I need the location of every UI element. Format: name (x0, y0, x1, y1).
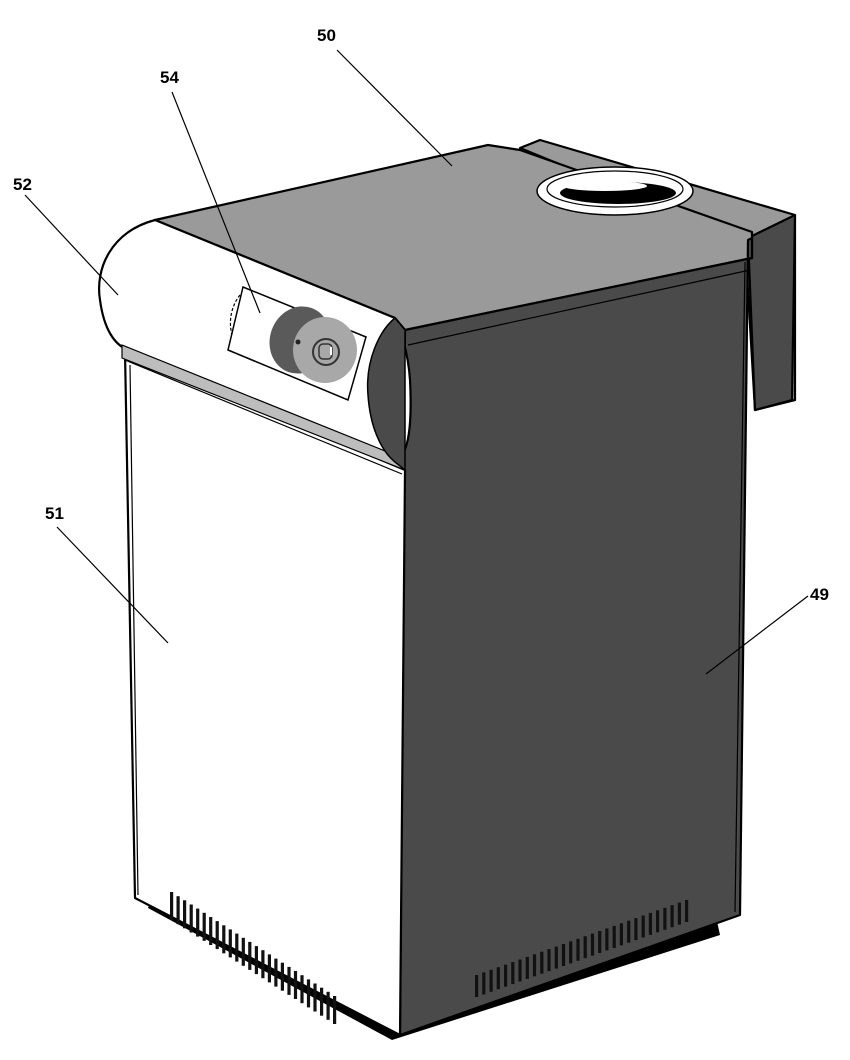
callout-labels: 50 54 52 51 49 (13, 26, 829, 604)
vent-slot (677, 902, 681, 925)
vent-slot (648, 912, 652, 935)
vent-slot (333, 996, 337, 1024)
vent-slot (511, 962, 515, 985)
vent-slot (254, 946, 258, 975)
vent-slot (482, 972, 486, 995)
callout-49: 49 (810, 585, 829, 604)
vent-slot (241, 937, 245, 966)
vent-slot (627, 920, 631, 943)
vent-slot (183, 900, 187, 929)
control-panel (227, 285, 367, 402)
vent-slot (235, 933, 239, 962)
vent-slot (170, 892, 174, 920)
vent-slot (670, 905, 674, 928)
vent-slot (583, 936, 587, 959)
vent-slot (475, 975, 479, 997)
dial-knob-icon (312, 338, 340, 366)
vent-slot (496, 967, 500, 990)
vent-slot (320, 987, 324, 1016)
vent-slot (590, 933, 595, 956)
vent-slot (489, 969, 493, 992)
vent-slot (215, 921, 219, 950)
vent-slot (261, 950, 265, 979)
vent-slot (656, 910, 660, 933)
callout-52: 52 (13, 175, 32, 194)
vent-slot (569, 941, 573, 964)
vent-slot (532, 954, 537, 977)
vent-slot (641, 915, 645, 938)
vent-slot (176, 896, 180, 925)
callout-51: 51 (45, 504, 64, 523)
front-door (123, 350, 407, 1037)
vent-slot (228, 929, 232, 958)
vent-slot (326, 991, 330, 1020)
vent-slot (287, 966, 291, 995)
vent-slot (209, 917, 213, 945)
vent-slot (300, 975, 304, 1004)
flue-opening (536, 166, 694, 216)
vent-slot (547, 949, 551, 972)
vent-slot (267, 954, 271, 983)
vent-slot (280, 962, 284, 991)
vent-slot (293, 971, 298, 999)
callout-50: 50 (317, 26, 336, 45)
vent-slot (561, 944, 566, 966)
front-vent-grille (170, 892, 337, 1024)
vent-slot (634, 918, 638, 941)
callout-54: 54 (160, 68, 179, 87)
vent-slot (248, 941, 252, 970)
vent-slot (306, 979, 311, 1008)
side-panel (398, 236, 754, 1037)
vent-slot (540, 951, 544, 974)
vent-slot (685, 900, 689, 922)
side-vent-grille (475, 900, 689, 997)
vent-slot (518, 959, 522, 982)
vent-slot (605, 928, 609, 951)
vent-slot (619, 923, 623, 946)
vent-slot (663, 907, 667, 930)
vent-slot (274, 958, 278, 987)
vent-slot (196, 908, 200, 937)
leader-lines (24, 49, 809, 675)
vent-slot (598, 931, 602, 953)
vent-slot (504, 964, 508, 987)
vent-slot (554, 946, 558, 969)
vent-slot (222, 925, 226, 954)
vent-slot (189, 904, 193, 933)
vent-slot (576, 938, 580, 961)
vent-slot (313, 983, 317, 1012)
vent-slot (612, 925, 616, 948)
vent-slot (525, 956, 529, 979)
vent-slot (202, 912, 206, 941)
